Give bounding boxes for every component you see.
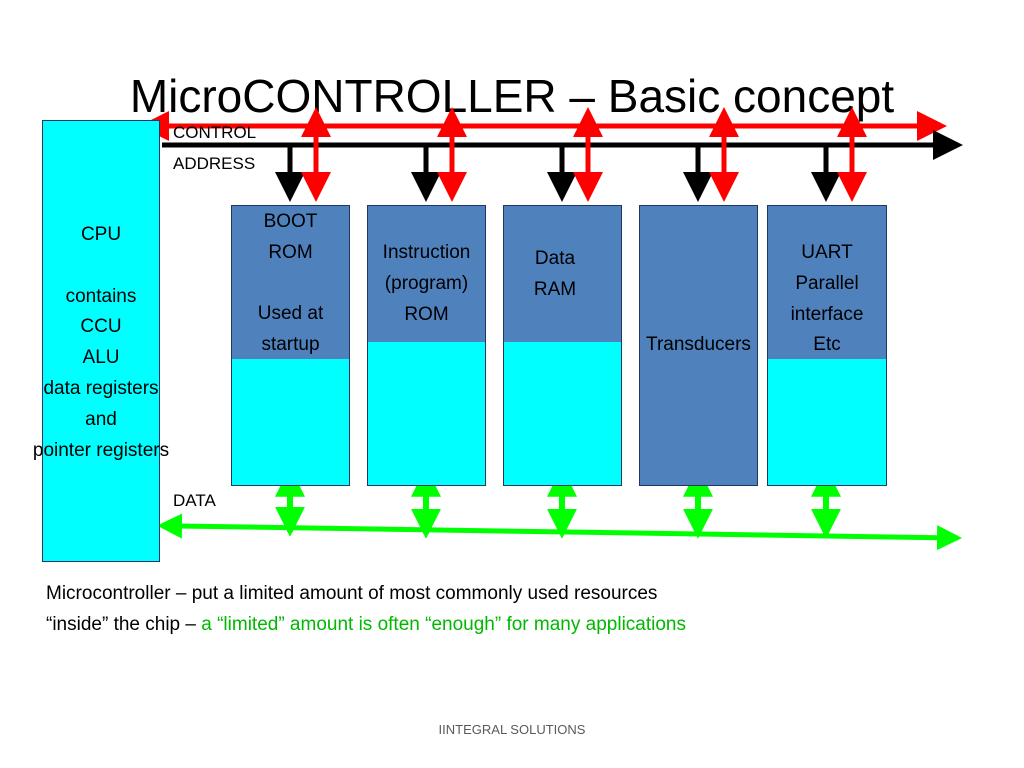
data-ram-block bbox=[503, 205, 622, 486]
description-line-1: Microcontroller – put a limited amount o… bbox=[46, 583, 658, 604]
cpu-label: CPU contains CCU ALU data registers and … bbox=[32, 224, 170, 461]
instruction-rom-label: Instruction (program) ROM bbox=[382, 242, 471, 325]
uart-label: UART Parallel interface Etc bbox=[790, 242, 864, 356]
uart-block bbox=[767, 205, 887, 486]
transducers-label: Transducers bbox=[646, 334, 751, 355]
data-bus-label: DATA bbox=[173, 491, 216, 510]
footer-text: IINTEGRAL SOLUTIONS bbox=[438, 722, 586, 737]
description-line-2-text: “inside” the chip – bbox=[46, 614, 202, 635]
control-bus-label: CONTROL bbox=[173, 123, 257, 142]
transducers-block bbox=[639, 205, 758, 486]
address-bus-label: ADDRESS bbox=[173, 154, 256, 173]
data-ram-label: Data RAM bbox=[533, 248, 577, 300]
instruction-rom-block bbox=[367, 205, 486, 486]
cpu-block bbox=[42, 120, 160, 562]
description-line-2: “inside” the chip – a “limited” amount i… bbox=[46, 609, 686, 640]
boot-rom-block bbox=[231, 205, 350, 486]
boot-rom-label: BOOT ROM Used at startup bbox=[257, 211, 324, 356]
description: Microcontroller – put a limited amount o… bbox=[46, 578, 686, 640]
data-bus-line bbox=[157, 513, 962, 551]
description-highlight: a “limited” amount is often “enough” for… bbox=[201, 614, 686, 635]
